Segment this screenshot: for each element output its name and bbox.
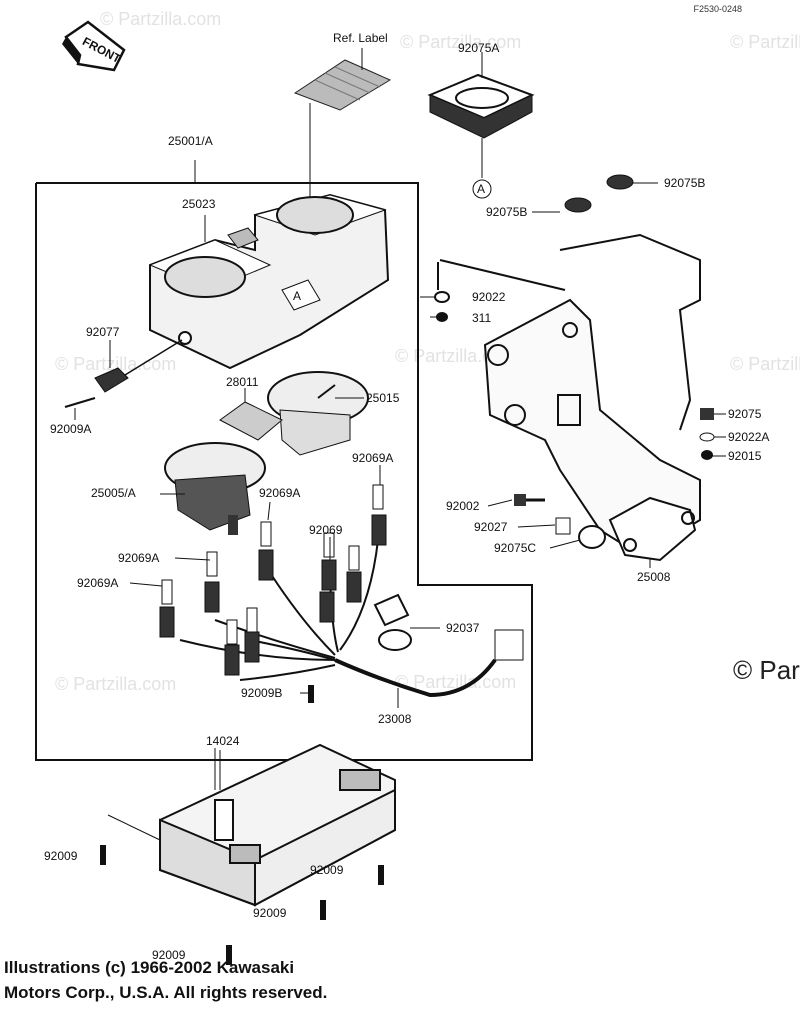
part-label: 92022A bbox=[728, 430, 769, 444]
part-label: 25001/A bbox=[168, 134, 213, 148]
circuit-board-28011 bbox=[219, 388, 283, 441]
copyright-line-1: Illustrations (c) 1966-2002 Kawasaki bbox=[4, 958, 295, 977]
part-labels: Ref. Label 92075A 25001/A 25023 92075B 9… bbox=[44, 31, 769, 962]
copyright-line-2: Motors Corp., U.S.A. All rights reserved… bbox=[4, 983, 328, 1002]
part-label: 92027 bbox=[474, 520, 508, 534]
part-label: 25005/A bbox=[91, 486, 136, 500]
meter-case-25023: A bbox=[148, 193, 390, 370]
trip-reset-knob-92077 bbox=[64, 339, 183, 420]
part-label: 92009 bbox=[310, 863, 344, 877]
part-label: 92009 bbox=[253, 906, 287, 920]
part-label: 92075 bbox=[728, 407, 762, 421]
meter-cover-14024 bbox=[107, 743, 396, 907]
part-label: 92009B bbox=[241, 686, 282, 700]
grommet-92075a: A bbox=[427, 52, 535, 199]
watermark: © Partzilla.com bbox=[55, 674, 176, 694]
part-label: 92075C bbox=[494, 541, 536, 555]
part-label: 92002 bbox=[446, 499, 480, 513]
assembly-boundary-box bbox=[35, 160, 533, 761]
watermark: © Partzilla.com bbox=[395, 672, 516, 692]
part-label: 92069A bbox=[77, 576, 118, 590]
part-label: 25023 bbox=[182, 197, 216, 211]
part-label: 92022 bbox=[472, 290, 506, 304]
part-label: Ref. Label bbox=[333, 31, 388, 45]
watermark: © Partzilla.com bbox=[400, 32, 521, 52]
part-label: 92009A bbox=[50, 422, 91, 436]
part-label: 25015 bbox=[366, 391, 400, 405]
part-label: 92069A bbox=[352, 451, 393, 465]
watermarks: © Partzilla.com © Partzilla.com © Partzi… bbox=[55, 9, 800, 694]
copyright-notice: Illustrations (c) 1966-2002 Kawasaki Mot… bbox=[4, 955, 327, 1005]
part-label: 92069 bbox=[309, 523, 343, 537]
part-label: 92037 bbox=[446, 621, 480, 635]
part-label: 92069A bbox=[118, 551, 159, 565]
front-arrow-icon: FRONT bbox=[62, 20, 126, 72]
part-label: 92075B bbox=[664, 176, 705, 190]
tachometer-25015 bbox=[267, 371, 369, 456]
part-label: 25008 bbox=[637, 570, 671, 584]
part-label: 28011 bbox=[226, 375, 259, 389]
part-label: 92009 bbox=[44, 849, 78, 863]
part-label: 23008 bbox=[378, 712, 412, 726]
watermark: © Partzilla.com bbox=[55, 354, 176, 374]
drawing-code: F2530-0248 bbox=[693, 4, 742, 14]
watermark: © Partzilla.com bbox=[730, 32, 800, 52]
watermark-edge: © Partz bbox=[733, 655, 800, 685]
meter-bracket-25008 bbox=[437, 233, 701, 562]
part-label: 92015 bbox=[728, 449, 762, 463]
bulb-sockets bbox=[159, 484, 524, 676]
fasteners bbox=[100, 174, 715, 965]
part-label: 92075B bbox=[486, 205, 527, 219]
part-label: 311 bbox=[472, 311, 491, 325]
part-label: 92069A bbox=[259, 486, 300, 500]
part-label: 92077 bbox=[86, 325, 120, 339]
part-label: 92075A bbox=[458, 41, 499, 55]
part-label: 14024 bbox=[206, 734, 240, 748]
leader-lines bbox=[129, 182, 726, 790]
speedometer-25005a bbox=[160, 442, 266, 535]
watermark: © Partzilla.com bbox=[730, 354, 800, 374]
harness-clamp-92037 bbox=[373, 593, 440, 651]
callout-a: A bbox=[293, 289, 301, 303]
part-label: 92009 bbox=[152, 948, 186, 962]
watermark: © Partzilla.com bbox=[100, 9, 221, 29]
ref-label-sheet bbox=[293, 48, 392, 220]
callout-a: A bbox=[477, 182, 485, 196]
